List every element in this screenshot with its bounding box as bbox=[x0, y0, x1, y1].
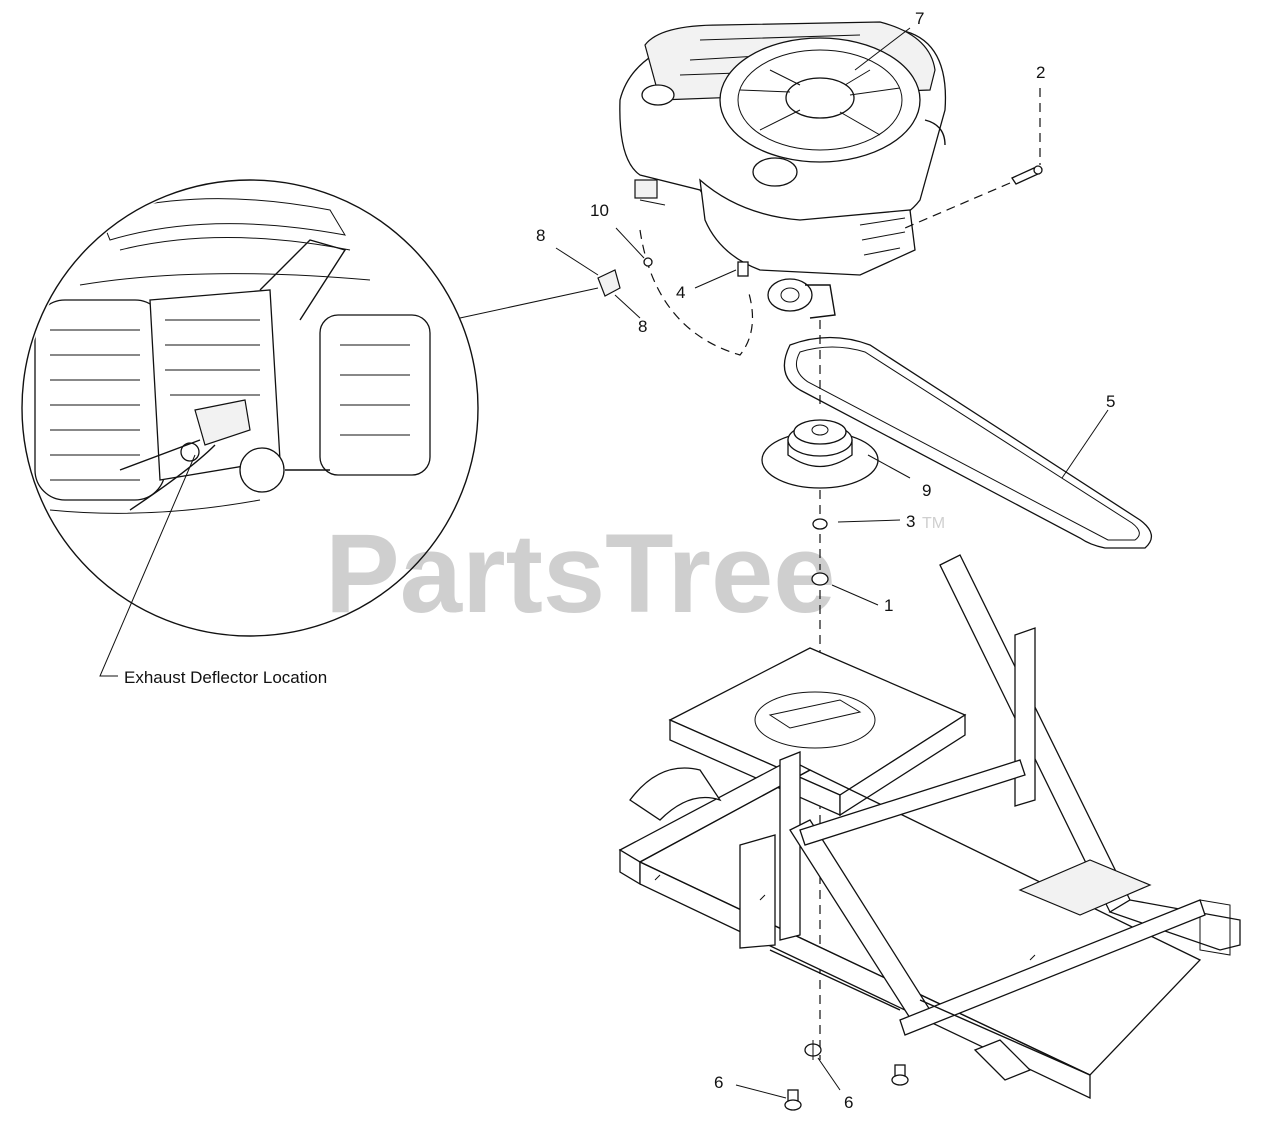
callout-4: 4 bbox=[676, 283, 685, 302]
callout-9: 9 bbox=[922, 481, 931, 500]
detail-leader bbox=[459, 287, 599, 319]
watermark-trademark: TM bbox=[922, 515, 945, 532]
callout-8-upper: 8 bbox=[536, 226, 545, 245]
frame bbox=[618, 554, 1241, 1100]
small-parts bbox=[555, 227, 749, 319]
caption-leader bbox=[99, 454, 196, 677]
callout-6-left: 6 bbox=[714, 1073, 723, 1092]
detail-circle bbox=[21, 179, 479, 637]
bolt-2 bbox=[904, 88, 1043, 229]
watermark-text: PartsTree bbox=[325, 511, 836, 636]
belt-5 bbox=[783, 336, 1152, 549]
callout-6-right: 6 bbox=[844, 1093, 853, 1112]
pulley-9 bbox=[761, 320, 911, 489]
callout-2: 2 bbox=[1036, 63, 1045, 82]
detail-view: Exhaust Deflector Location bbox=[21, 179, 599, 687]
fasteners-1-3 bbox=[811, 490, 901, 606]
callout-7: 7 bbox=[915, 9, 924, 28]
watermark: PartsTree TM bbox=[325, 511, 945, 636]
callout-10: 10 bbox=[590, 201, 609, 220]
bolts-6 bbox=[735, 1040, 909, 1111]
detail-caption: Exhaust Deflector Location bbox=[124, 668, 327, 687]
callout-3: 3 bbox=[906, 512, 915, 531]
callout-8-lower: 8 bbox=[638, 317, 647, 336]
callout-5: 5 bbox=[1106, 392, 1115, 411]
callouts: 7 2 10 8 4 8 5 9 3 1 6 6 bbox=[536, 9, 1115, 1112]
callout-1: 1 bbox=[884, 596, 893, 615]
engine bbox=[619, 21, 947, 356]
